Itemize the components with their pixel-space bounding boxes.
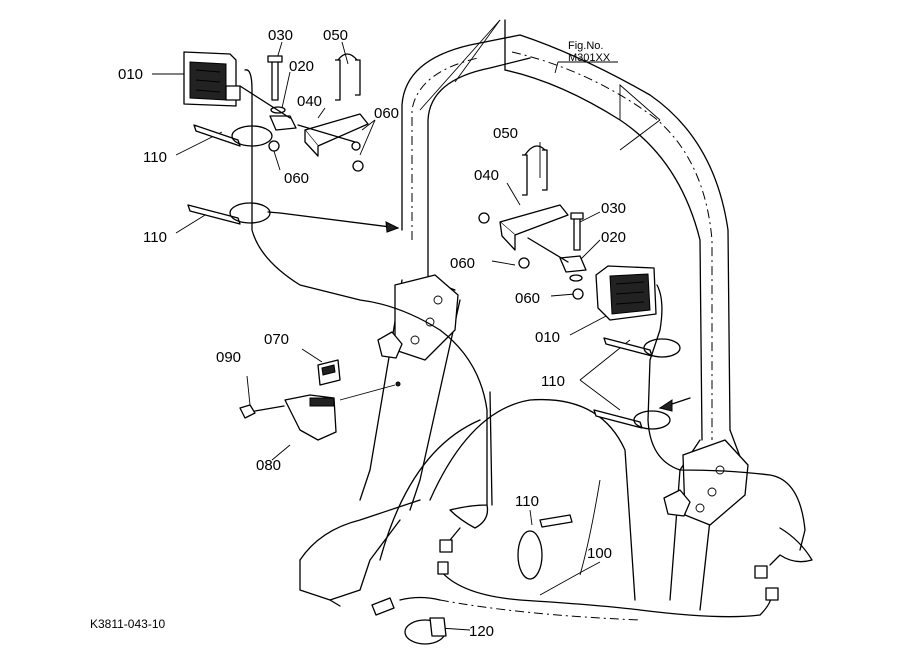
cable-ties-left [187,124,273,225]
label-030-right: 030 [601,200,626,217]
label-060-right-a: 060 [450,255,475,272]
arrows [267,211,691,412]
label-110-left-b: 110 [143,229,167,246]
label-070: 070 [264,331,289,348]
rops-frame [299,19,749,621]
label-060-left-a: 060 [374,105,399,122]
label-020-right: 020 [601,229,626,246]
label-020-left: 020 [289,58,314,75]
cable-ties-right [593,337,681,430]
leader-lines [152,41,631,631]
label-110-right: 110 [541,373,565,390]
label-010-right: 010 [535,329,560,346]
fig-no-label: Fig.No. [568,40,603,52]
label-060-left-b: 060 [284,170,309,187]
label-110-bottom: 110 [515,493,539,510]
label-050-right: 050 [493,125,518,142]
label-060-right-b: 060 [515,290,540,307]
label-090: 090 [216,349,241,366]
label-010-left: 010 [118,66,143,83]
label-040-left: 040 [297,93,322,110]
label-040-right: 040 [474,167,499,184]
label-080: 080 [256,457,281,474]
label-120: 120 [469,623,494,640]
label-100: 100 [587,545,612,562]
callout-labels: 010 030 050 020 040 060 060 110 110 050 … [90,27,626,640]
label-050-left: 050 [323,27,348,44]
right-work-light-assembly [478,145,657,321]
drawing-code: K3811-043-10 [90,617,165,631]
fig-no-value: M301XX [568,52,611,64]
wiring-harness [244,69,813,618]
label-030-left: 030 [268,27,293,44]
left-work-light-assembly [183,51,369,172]
label-110-left-a: 110 [143,149,167,166]
harness-connectors [371,514,779,645]
switch-bracket-assembly [239,359,401,441]
